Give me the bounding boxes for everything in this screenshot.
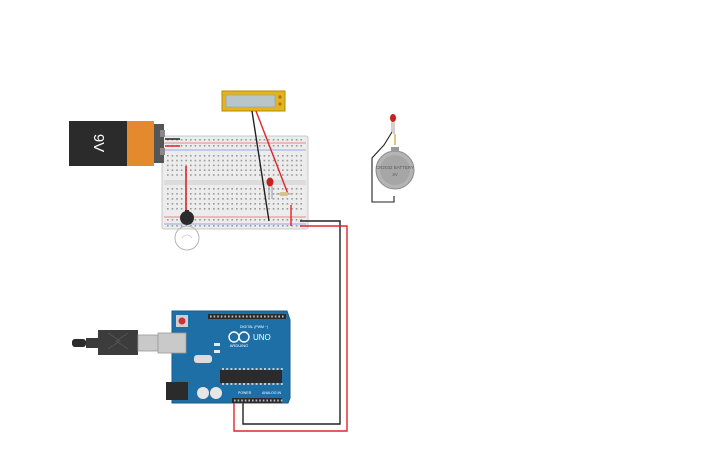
battery-label: 9V [90,134,107,152]
coin-led[interactable] [390,114,396,134]
reset-button[interactable] [178,317,186,325]
arduino-uno[interactable]: ARDUINO UNO DIGITAL (PWM ~) POWER ANALOG… [157,310,291,404]
header-pins [210,315,284,402]
power-label: POWER [238,391,252,395]
led-red-breadboard[interactable] [266,177,274,200]
arduino-model: UNO [253,333,271,342]
potentiometer[interactable] [180,210,194,225]
power-jack[interactable] [166,382,188,400]
lcd-red-wire[interactable] [255,110,289,195]
battery-9v[interactable]: 9V [69,121,165,166]
analog-label: ANALOG IN [262,391,282,395]
chip-pins [222,368,283,385]
arduino-brand: ARDUINO [230,343,248,348]
usb-port[interactable] [157,332,187,354]
light-bulb[interactable] [174,225,200,251]
lcd-black-wire[interactable] [251,110,270,222]
coin-led-black-wire[interactable] [371,131,395,203]
digital-label: DIGITAL (PWM ~) [240,325,268,329]
power-wire[interactable] [233,225,348,432]
coin-cell-label: CR2032 BATTERY [376,165,414,170]
usb-cable[interactable] [72,330,159,355]
ground-wire[interactable] [242,220,341,425]
atmega-chip [220,370,282,383]
coin-cell-battery[interactable]: CR2032 BATTERY 3V [375,147,415,190]
coin-cell-voltage: 3V [392,172,398,177]
lcd-display[interactable] [221,90,286,112]
resistor-breadboard[interactable] [276,192,292,196]
